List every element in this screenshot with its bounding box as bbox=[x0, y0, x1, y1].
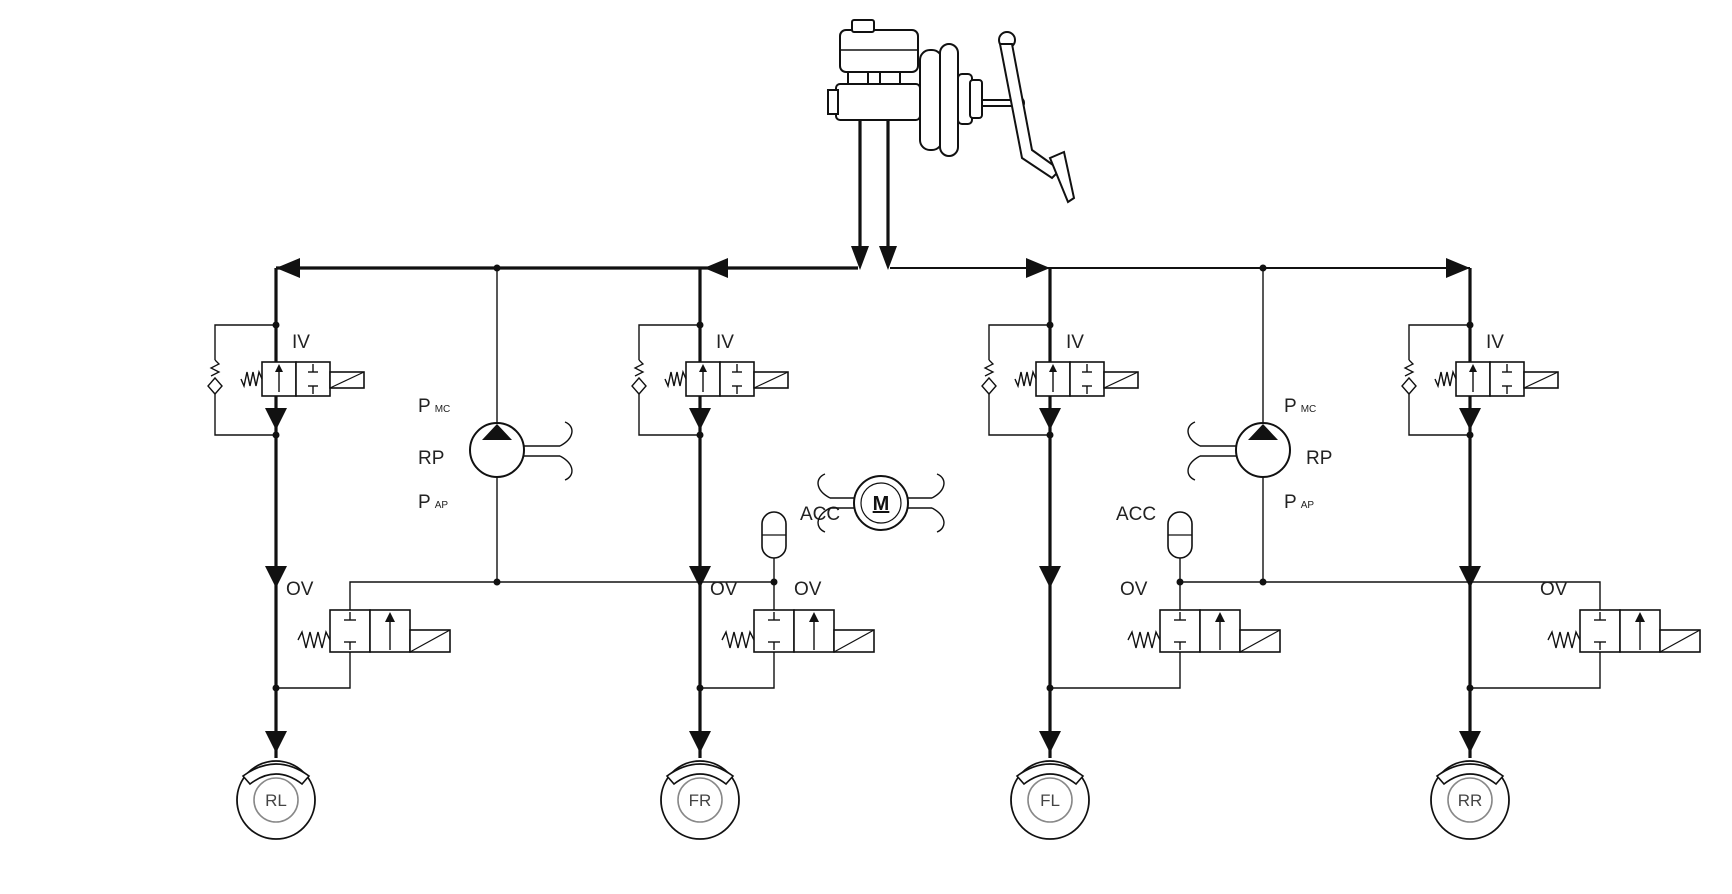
wheel-rr: RR bbox=[1430, 760, 1510, 840]
wheel-fl: FL bbox=[1010, 760, 1090, 840]
wheel-rl: RL bbox=[236, 760, 316, 840]
outlet-valve: OV OV bbox=[497, 579, 875, 689]
brake-channel-rr: IV OV RR bbox=[1263, 268, 1701, 840]
accumulator: ACC bbox=[1116, 504, 1193, 586]
outlet-valve: OV bbox=[1263, 579, 1701, 689]
iv-label: IV bbox=[716, 332, 734, 353]
acc-label: ACC bbox=[800, 504, 840, 525]
ov-label: OV bbox=[1540, 579, 1568, 600]
return-pump-left bbox=[469, 268, 573, 586]
inlet-valve: IV bbox=[631, 324, 789, 436]
motor-label: M bbox=[873, 493, 890, 515]
brake-channel-fr: IV OV OV ACC FR bbox=[497, 268, 875, 840]
inlet-valve: IV bbox=[981, 324, 1139, 436]
pump-motor: M bbox=[817, 473, 945, 533]
master-cylinder-assembly bbox=[827, 19, 1076, 270]
accumulator: ACC bbox=[761, 504, 840, 586]
wheel-label: FR bbox=[689, 791, 712, 810]
ov-label: OV bbox=[710, 579, 738, 600]
brake-channel-fl: IV OV ACC FL bbox=[981, 268, 1281, 840]
iv-label: IV bbox=[292, 332, 310, 353]
wheel-label: RL bbox=[265, 791, 287, 810]
iv-label: IV bbox=[1066, 332, 1084, 353]
main-brake-lines bbox=[276, 258, 1470, 278]
rp-label-right: RP bbox=[1306, 448, 1332, 469]
ov-label: OV bbox=[286, 579, 314, 600]
ov-label: OV bbox=[1120, 579, 1148, 600]
outlet-valve: OV bbox=[276, 579, 497, 689]
inlet-valve: IV bbox=[207, 324, 365, 436]
iv-label: IV bbox=[1486, 332, 1504, 353]
rp-label-left: RP bbox=[418, 448, 444, 469]
brake-channel-rl: IV OV RL bbox=[207, 268, 497, 840]
return-pump-right bbox=[1187, 268, 1291, 586]
wheel-label: FL bbox=[1040, 791, 1060, 810]
ov-label: OV bbox=[794, 579, 822, 600]
inlet-valve: IV bbox=[1401, 324, 1559, 436]
wheel-label: RR bbox=[1458, 791, 1483, 810]
wheel-fr: FR bbox=[660, 760, 740, 840]
acc-label: ACC bbox=[1116, 504, 1156, 525]
outlet-valve: OV bbox=[1050, 579, 1281, 689]
